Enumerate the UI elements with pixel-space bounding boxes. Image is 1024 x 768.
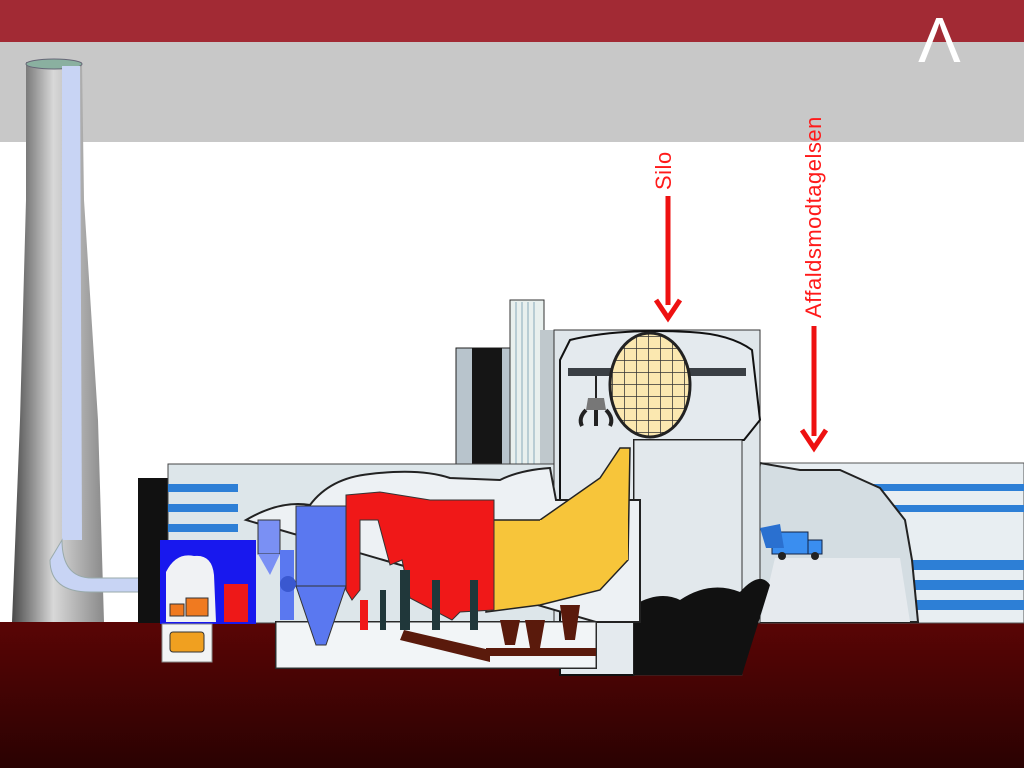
sub-band <box>0 42 1024 142</box>
reception-arrow <box>802 326 826 448</box>
silo-arrow <box>656 196 680 318</box>
header-band <box>0 0 1024 42</box>
boiler-tower <box>456 300 556 466</box>
silo-label: Silo <box>651 151 677 190</box>
silo-window <box>610 333 690 437</box>
reception-label: Affaldsmodtagelsen <box>801 116 827 318</box>
logo: Λ <box>918 4 961 76</box>
